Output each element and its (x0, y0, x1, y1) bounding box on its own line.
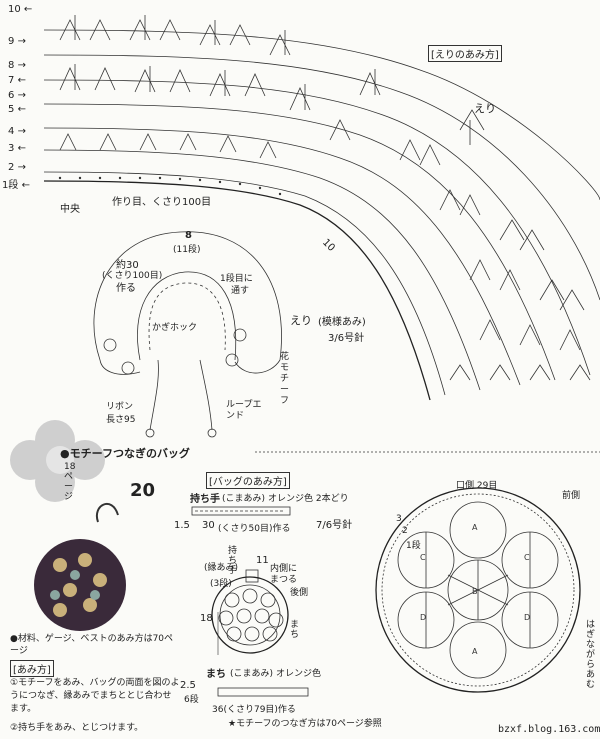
bag-chart-title-text: バッグのあみ方 (212, 477, 283, 488)
collar-schematic-shape (93, 231, 282, 438)
gusset-dim-a: 2.5 (180, 680, 196, 691)
schematic-center-sub: (11段) (173, 245, 201, 255)
row-label: 7 ← (8, 75, 26, 86)
collar-stitch-chart (43, 15, 600, 401)
approx-label: 約30 (116, 260, 139, 271)
motif-note: ★モチーフのつなぎ方は70ページ参照 (228, 719, 382, 729)
svg-text:D: D (524, 613, 530, 622)
round-row-1: 1段 (406, 541, 421, 551)
ribbon-length: 長さ95 (106, 415, 136, 425)
bag-photo (34, 502, 126, 631)
collar-chart-title-text: えりのあみ方 (434, 50, 495, 61)
round-row-3: 3 (396, 514, 402, 524)
row-label: 8 → (8, 60, 26, 71)
collar-chart-title: [えりのあみ方] (428, 45, 502, 62)
svg-text:A: A (472, 523, 478, 532)
howto-title: [あみ方] (10, 660, 54, 677)
bag-chart-title: [バッグのあみ方] (206, 472, 290, 489)
svg-text:B: B (472, 587, 478, 596)
foundation-label: 作り目、くさり100目 (112, 197, 212, 208)
back-label: 後側 (290, 588, 309, 598)
pattern-number: 20 (130, 480, 156, 501)
svg-text:C: C (524, 553, 530, 562)
center-label: 中央 (60, 204, 80, 215)
handle-strip (191, 506, 291, 516)
edge-rows: (3段) (210, 579, 232, 589)
make-label: 作る (116, 283, 136, 294)
row-label: 3 ← (8, 143, 26, 154)
handle-color: オレンジ色 2本どり (268, 494, 349, 504)
needle: 7/6号針 (316, 520, 353, 531)
round-row-2: 2 (402, 526, 408, 536)
handle-chain: (くさり50目)作る (218, 524, 291, 534)
gusset-dim-b: 6段 (184, 695, 199, 705)
ribbon-label: リボン (106, 402, 134, 412)
thread-label-1: 1段目に (220, 274, 253, 284)
needle-label: 3/6号針 (328, 333, 365, 344)
height-dim: 18 (200, 613, 213, 624)
inside-label: 内側に (270, 564, 298, 574)
loop-label: ループエンド (226, 400, 262, 421)
row-label: 6 → (8, 90, 26, 101)
edge-label: (縁あみ) (204, 563, 239, 573)
approx-sub: (くさり100目) (102, 271, 163, 281)
row-label: 10 ← (8, 4, 33, 15)
handle-label: 持ち手 (190, 494, 220, 505)
bag-section-title: ●モチーフつなぎのバッグ (60, 447, 190, 460)
row-label: 5 ← (8, 104, 26, 115)
hook-label: かぎホック (152, 323, 198, 333)
handle-small: 持ち手 (228, 546, 238, 576)
gusset-chain: 36(くさり79目)作る (212, 705, 296, 715)
gusset-color: オレンジ色 (276, 669, 322, 679)
sew-label: まつる (270, 575, 298, 585)
watermark: bzxf.blog.163.com (498, 724, 600, 735)
bag-schematic (211, 569, 309, 697)
svg-text:C: C (420, 553, 426, 562)
round-front-label: 口側 29目 (456, 481, 498, 491)
handle-dim-b: 30 (202, 520, 215, 531)
gusset-label: まち (290, 620, 300, 640)
side-text: はぎながらあむ (586, 620, 596, 690)
howto-step-1: ①モチーフをあみ、バッグの両面を図のようにつなぎ、縁あみでまちととじ合わせます。 (10, 678, 180, 714)
row-label: 4 → (8, 126, 26, 137)
svg-text:D: D (420, 613, 426, 622)
photo-ref: 18ページ (64, 462, 76, 502)
pattern-label: (模様あみ) (318, 317, 366, 328)
gusset-stitch: (こまあみ) (230, 669, 274, 679)
schematic-center-top: 8 (185, 230, 192, 241)
row-label: 1段 ← (2, 180, 30, 191)
handle-dim-a: 1.5 (174, 520, 190, 531)
handle-stitch: (こまあみ) (222, 494, 266, 504)
row-label: 9 → (8, 36, 26, 47)
gusset-title: まち (206, 669, 226, 680)
row-label: 2 → (8, 162, 26, 173)
materials-note: ●材料、ゲージ、ベストのあみ方は70ページ (10, 634, 174, 656)
howto-step-2: ②持ち手をあみ、とじつけます。 (10, 723, 144, 733)
thread-label-2: 通す (231, 286, 250, 296)
collar-label: えり (290, 314, 312, 327)
round-back-label: 前側 (562, 491, 581, 501)
flower-label: 花モチーフ (280, 352, 290, 406)
howto-title-text: あみ方 (16, 665, 47, 676)
round-motif-chart: A C C D D A B (375, 487, 581, 693)
grey-flower-ornament (10, 420, 105, 502)
collar-piece-label: えり (474, 102, 496, 115)
dim-11: 11 (256, 555, 269, 566)
svg-text:A: A (472, 647, 478, 656)
